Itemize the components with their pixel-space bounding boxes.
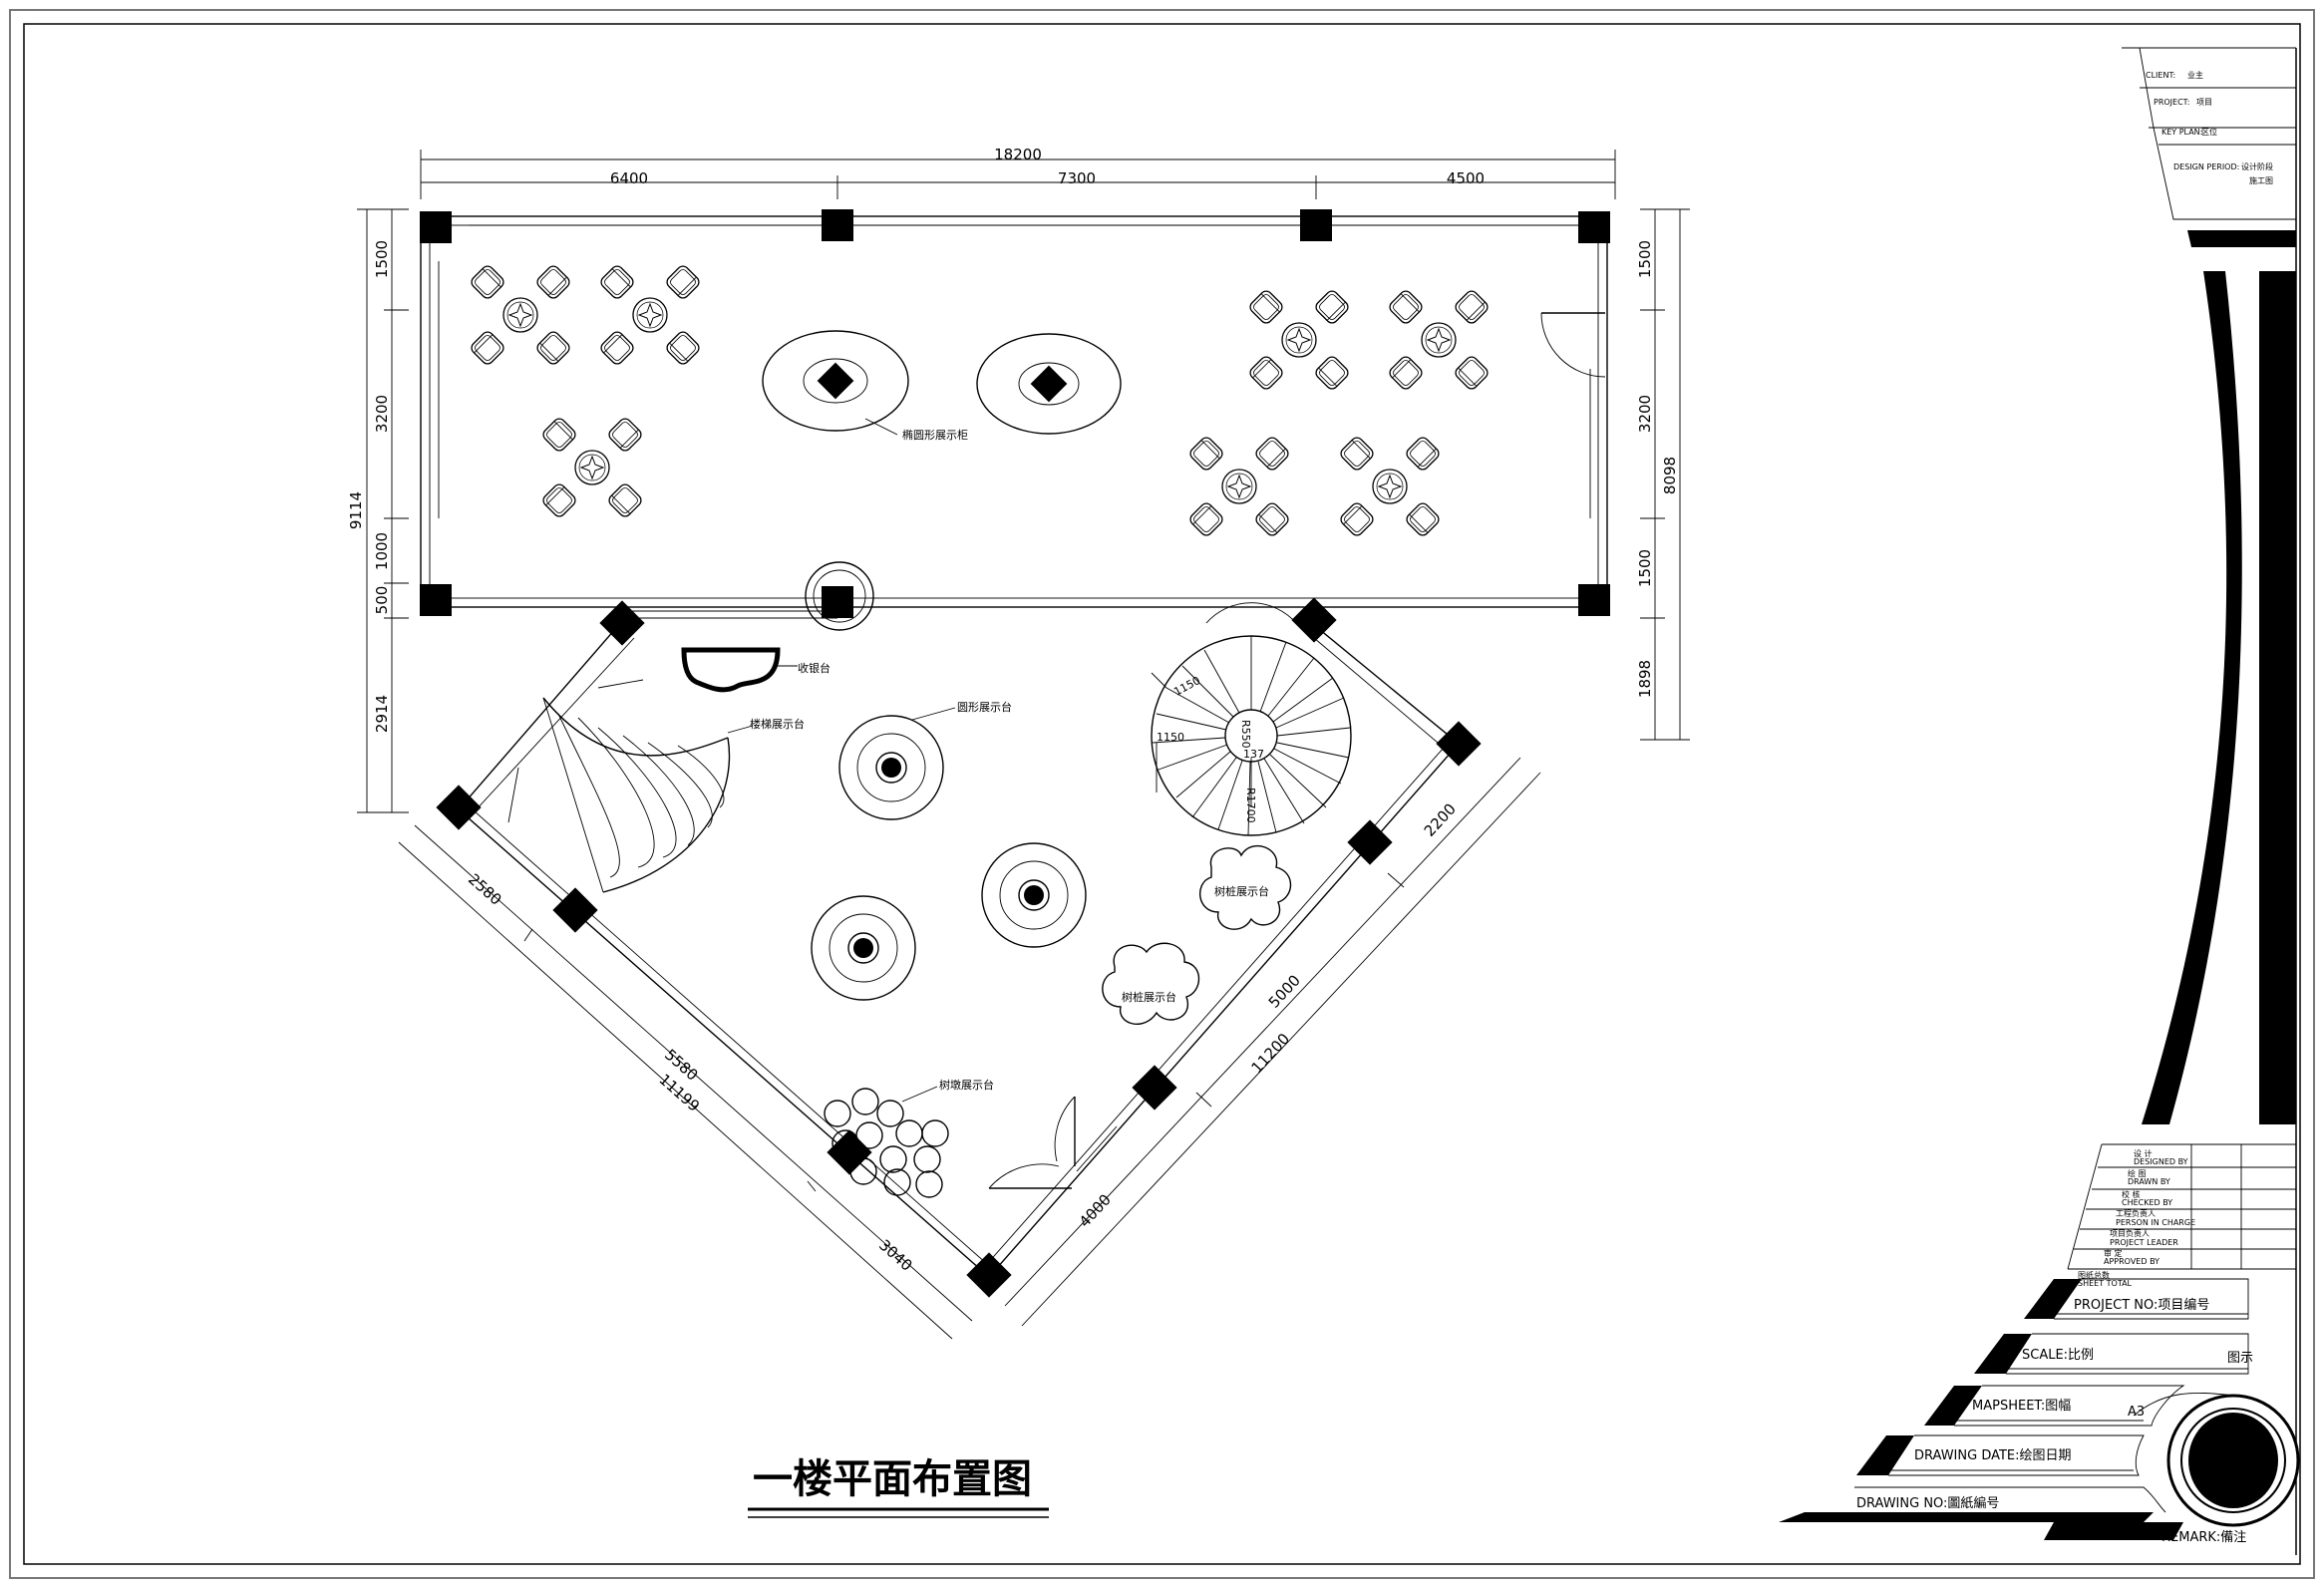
tb-client-label: CLIENT: — [2146, 71, 2175, 80]
dim-left-5: 2914 — [373, 695, 391, 733]
tb-scale-value: 图示 — [2227, 1351, 2253, 1366]
dim-top-seg1: 6400 — [610, 169, 648, 187]
drawing-title: 一楼平面布置图 — [753, 1456, 1032, 1502]
tb-sign-drawn: 绘 图 — [2128, 1168, 2147, 1178]
tb-sign-total: 图纸总数 — [2078, 1270, 2110, 1280]
tb-project-value: 项目 — [2196, 98, 2212, 107]
tb-sign-approved: 审 定 — [2104, 1248, 2123, 1258]
label-tree-display-2: 树桩展示台 — [1122, 990, 1176, 1004]
tb-keyplan-label: KEY PLAN: — [2161, 128, 2202, 137]
dim-top-seg3: 4500 — [1447, 169, 1485, 187]
tb-sign-charge: 工程负责人 — [2116, 1208, 2156, 1218]
columns — [420, 209, 1610, 1298]
dim-stair-a: 1150 — [1171, 674, 1202, 699]
tb-sign-checked: 校 核 — [2122, 1189, 2141, 1199]
dim-diag-a: 2580 — [465, 870, 505, 909]
spiral-stair: 1150 1150 R550 137 R1700 — [1151, 602, 1352, 836]
tb-sign-checked-en: CHECKED BY — [2122, 1198, 2172, 1207]
round-displays: 圆形展示台 — [811, 700, 1087, 1001]
tb-sign-approved-en: APPROVED BY — [2104, 1257, 2159, 1266]
dim-top-total: 18200 — [994, 146, 1042, 163]
dim-diag-f: 5000 — [1265, 971, 1304, 1011]
tb-sign-charge-en: PERSON IN CHARGE — [2116, 1218, 2195, 1227]
label-cashier: 收银台 — [798, 661, 830, 675]
lower-doors — [988, 1096, 1118, 1189]
label-oval-cabinet: 椭圆形展示柜 — [902, 428, 968, 442]
dim-left-1: 1500 — [373, 240, 391, 278]
dimension-lines — [357, 150, 1690, 1340]
sheet-outer-border — [9, 9, 2315, 1579]
tb-drawing-date: DRAWING DATE:绘图日期 — [1914, 1448, 2072, 1463]
sheet-inner-border — [23, 23, 2301, 1565]
tb-signature-table: 设 计 DESIGNED BY 绘 图 DRAWN BY 校 核 CHECKED… — [2067, 1143, 2296, 1288]
door-upper-right — [1540, 312, 1606, 378]
dim-diag-h: 4000 — [1076, 1190, 1115, 1230]
tb-project-label: PROJECT: — [2154, 98, 2189, 107]
tb-info-bars: PROJECT NO:项目编号 SCALE:比例 图示 MAPSHEET:图幅 … — [1779, 1278, 2253, 1545]
tb-sign-designed: 设 计 — [2134, 1148, 2153, 1158]
dim-right-total: 8098 — [1661, 457, 1679, 494]
tb-mapsheet: MAPSHEET:图幅 — [1972, 1399, 2071, 1414]
tb-remark: REMARK:備注 — [2161, 1529, 2246, 1545]
dim-stair-r1: R550 — [1239, 720, 1252, 749]
cashier-counter: 收银台 — [681, 647, 830, 693]
dim-left-2: 3200 — [373, 395, 391, 433]
dim-top-seg2: 7300 — [1058, 169, 1096, 187]
dim-stair-c: 137 — [1243, 748, 1264, 761]
tb-scale: SCALE:比例 — [2022, 1348, 2094, 1363]
dim-right-3: 1500 — [1636, 549, 1654, 587]
curved-stair-left: 楼梯展示台 — [507, 679, 805, 893]
dim-stair-b: 1150 — [1157, 731, 1184, 744]
dim-left-total: 9114 — [347, 491, 365, 529]
dim-right-2: 3200 — [1636, 395, 1654, 433]
dim-right-4: 1898 — [1636, 660, 1654, 698]
tb-client-value: 业主 — [2187, 70, 2203, 80]
tb-sign-leader-en: PROJECT LEADER — [2110, 1238, 2178, 1247]
title-block: CLIENT: 业主 PROJECT: 项目 KEY PLAN: 区位 DESI… — [1779, 47, 2300, 1555]
label-stump-display: 树墩展示台 — [939, 1078, 994, 1092]
dim-right-1: 1500 — [1636, 240, 1654, 278]
dining-tables — [470, 264, 1491, 538]
tb-round-stamp — [2133, 1392, 2300, 1527]
tb-sign-drawn-en: DRAWN BY — [2128, 1177, 2170, 1186]
tb-sign-designed-en: DESIGNED BY — [2134, 1157, 2188, 1166]
tb-project-no: PROJECT NO:项目编号 — [2074, 1298, 2209, 1313]
round-column — [805, 561, 874, 631]
dim-left-4: 500 — [373, 586, 391, 615]
oval-display-cabinets: 椭圆形展示柜 — [762, 330, 1122, 442]
floor-plan: 椭圆形展示柜 收银台 楼梯展示台 — [347, 146, 1690, 1518]
dim-left-3: 1000 — [373, 532, 391, 570]
tb-drawing-no: DRAWING NO:圖紙編号 — [1856, 1495, 1999, 1511]
label-tree-display-1: 树桩展示台 — [1214, 884, 1269, 898]
dim-stair-r2: R1700 — [1244, 788, 1257, 823]
dim-diag-d: 3040 — [875, 1236, 916, 1275]
tb-design-period-value: 设计阶段 — [2241, 161, 2273, 171]
tree-stump-displays: 树桩展示台 树桩展示台 树墩展示台 — [824, 844, 1292, 1198]
tb-sign-leader: 项目负责人 — [2110, 1228, 2150, 1238]
upper-hall-walls — [420, 215, 1608, 608]
dim-diag-g: 11200 — [1247, 1030, 1293, 1077]
label-stair-display: 楼梯展示台 — [750, 717, 805, 731]
tb-design-period-value2: 施工图 — [2249, 175, 2273, 185]
tb-design-period-label: DESIGN PERIOD: — [2173, 162, 2239, 171]
tb-sign-total-en: SHEET TOTAL — [2078, 1279, 2133, 1288]
tb-mapsheet-value: A3 — [2128, 1405, 2145, 1420]
label-round-display: 圆形展示台 — [957, 700, 1012, 714]
dim-diag-e: 2200 — [1421, 799, 1460, 839]
tb-keyplan-value: 区位 — [2201, 127, 2217, 137]
